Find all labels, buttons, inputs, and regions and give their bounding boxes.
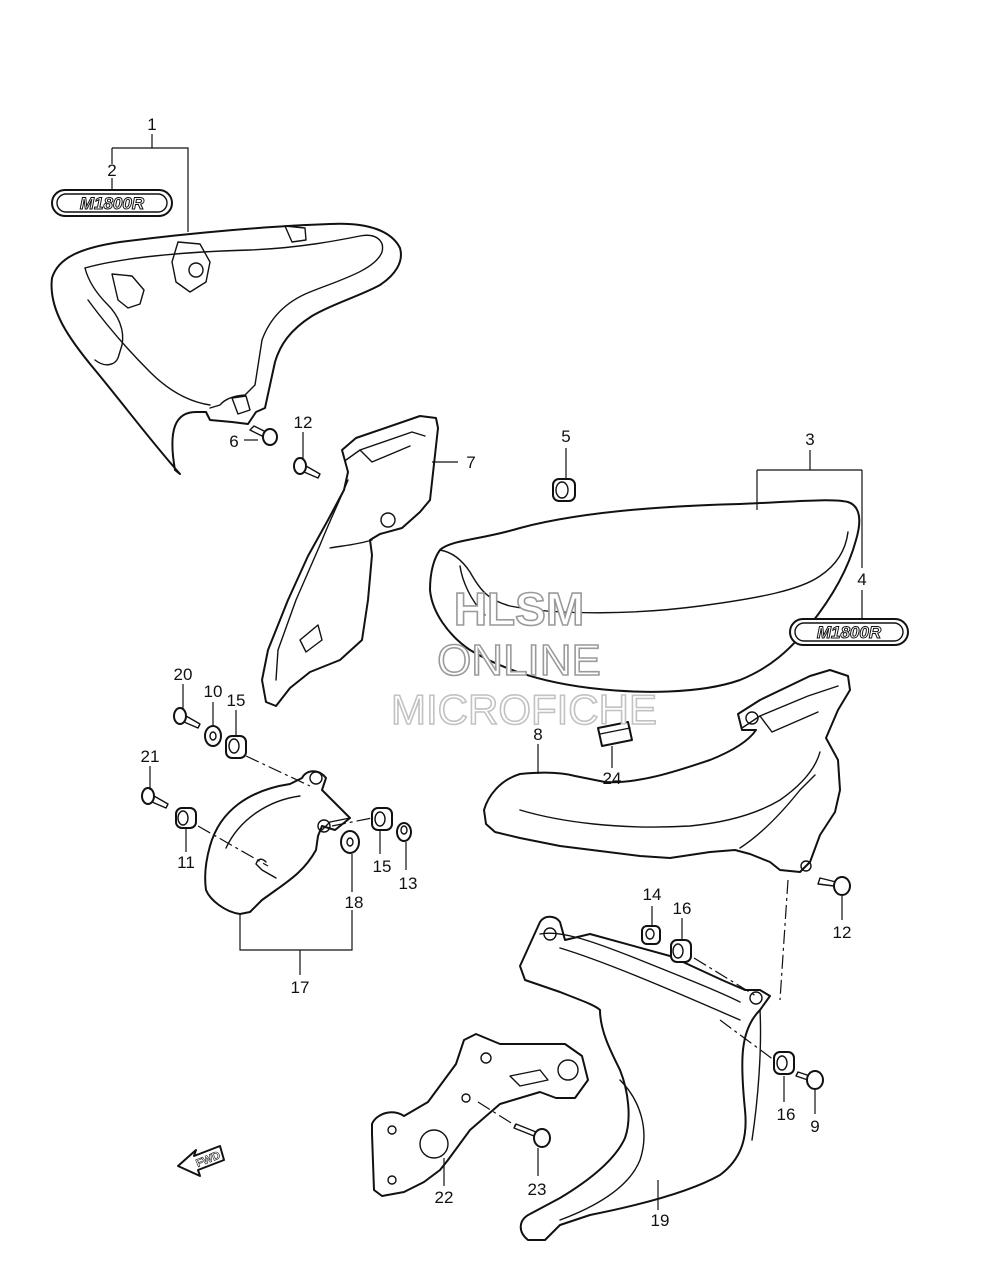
callout-15-upper: 15 xyxy=(227,691,246,710)
part-3-frame-cover-right xyxy=(429,499,861,693)
callout-22: 22 xyxy=(435,1188,454,1207)
part-22-mount-plate xyxy=(371,1033,589,1197)
part-16-grommet-lower xyxy=(773,1051,795,1075)
callout-13: 13 xyxy=(399,874,418,893)
callout-16-upper: 16 xyxy=(673,899,692,918)
callout-7: 7 xyxy=(466,453,475,472)
callout-labels: 1 2 3 4 5 6 7 8 9 10 11 12 12 13 14 15 1… xyxy=(107,115,866,1230)
callout-14: 14 xyxy=(643,885,662,904)
part-10-washer xyxy=(204,725,222,747)
callout-19: 19 xyxy=(651,1211,670,1230)
callout-9: 9 xyxy=(810,1117,819,1136)
watermark-line-3: MICROFICHE xyxy=(391,686,657,733)
callout-1: 1 xyxy=(147,115,156,134)
part-6-screw xyxy=(249,425,278,446)
callout-17: 17 xyxy=(291,978,310,997)
watermark-line-2: ONLINE xyxy=(437,636,601,685)
part-12-bolt-right xyxy=(817,876,851,896)
callout-10: 10 xyxy=(204,682,223,701)
part-20-bolt xyxy=(173,707,201,729)
callout-16-lower: 16 xyxy=(777,1105,796,1124)
emblem-text-left: M1800R xyxy=(80,194,145,213)
part-12-bolt-upper xyxy=(293,457,321,479)
callout-24: 24 xyxy=(603,769,622,788)
callout-8: 8 xyxy=(533,725,542,744)
callout-12-upper: 12 xyxy=(294,413,313,432)
part-2-emblem: M1800R xyxy=(51,189,173,217)
callout-11: 11 xyxy=(177,853,195,872)
leader-lines xyxy=(111,134,863,1210)
part-19-heat-shield xyxy=(519,915,771,1241)
part-14-collar xyxy=(641,925,661,945)
callout-3: 3 xyxy=(805,430,814,449)
part-16-grommet-upper xyxy=(670,939,692,963)
callout-2: 2 xyxy=(107,161,116,180)
part-9-bolt xyxy=(795,1070,824,1090)
part-18-washer xyxy=(340,830,360,854)
part-11-grommet xyxy=(175,807,197,829)
part-4-emblem: M1800R xyxy=(789,618,909,646)
callout-15-lower: 15 xyxy=(373,857,392,876)
watermark-line-1: HLSM xyxy=(454,583,584,635)
part-17-lower-cover xyxy=(204,770,351,915)
part-7-bracket-left xyxy=(261,415,439,707)
emblem-text-right: M1800R xyxy=(817,623,882,642)
callout-20: 20 xyxy=(174,665,193,684)
callout-4: 4 xyxy=(857,570,866,589)
forward-arrow-icon: FWD xyxy=(177,1145,225,1177)
callout-18: 18 xyxy=(345,893,364,912)
part-21-bolt xyxy=(141,787,169,809)
part-8-bracket-right xyxy=(483,669,851,873)
callout-6: 6 xyxy=(229,432,238,451)
part-5-grommet xyxy=(552,478,576,502)
part-13-collar xyxy=(396,822,412,842)
install-lines xyxy=(197,755,789,1127)
watermark: HLSM ONLINE MICROFICHE xyxy=(390,582,658,734)
callout-23: 23 xyxy=(528,1180,547,1199)
callout-5: 5 xyxy=(561,427,570,446)
part-24-pad xyxy=(597,721,633,747)
callout-12-right: 12 xyxy=(833,923,852,942)
callout-21: 21 xyxy=(141,747,160,766)
part-23-bolt xyxy=(513,1123,551,1148)
part-15-grommet-lower xyxy=(371,807,393,831)
part-15-grommet-upper xyxy=(225,735,247,759)
part-1-frame-cover-left xyxy=(50,222,402,475)
